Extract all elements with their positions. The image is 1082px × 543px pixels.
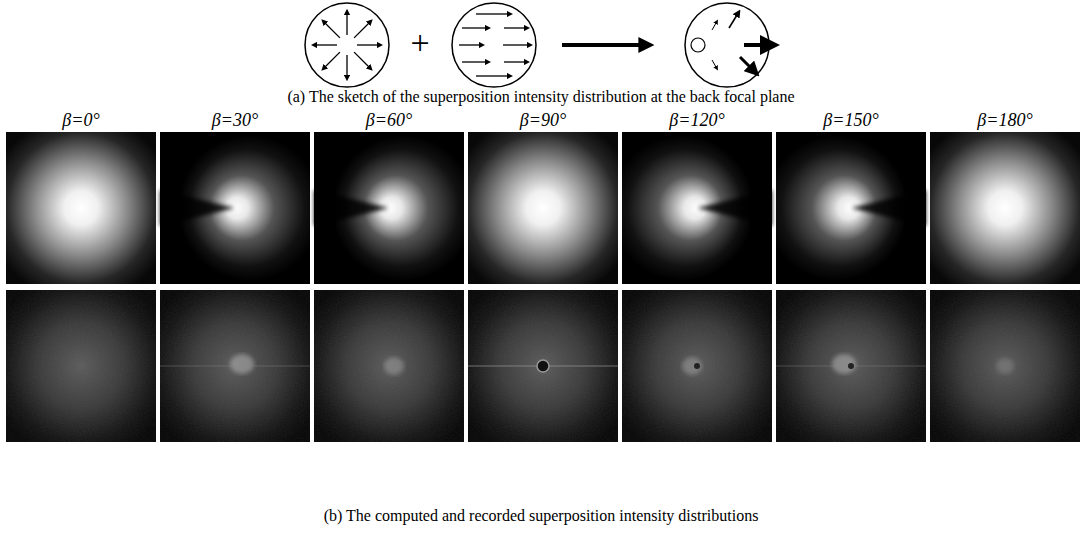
plus-sign: + [410, 26, 429, 60]
recorded-images [6, 290, 1080, 442]
sketch-superposition [685, 3, 769, 87]
sketch-linear [452, 3, 536, 87]
angle-label: β=60° [366, 111, 412, 129]
angle-label: β=0° [62, 111, 99, 129]
angle-label: β=150° [823, 111, 878, 129]
subfigure-caption: (a) The sketch of the superposition inte… [287, 89, 794, 105]
computed-images [6, 132, 1080, 284]
result-arrow [562, 45, 640, 46]
sketch-radial [305, 3, 389, 87]
subfigure-caption: (b) The computed and recorded superposit… [324, 508, 759, 524]
angle-label: β=30° [212, 111, 258, 129]
angle-label: β=180° [977, 111, 1032, 129]
angle-label: β=120° [669, 111, 724, 129]
angle-label: β=90° [520, 111, 566, 129]
